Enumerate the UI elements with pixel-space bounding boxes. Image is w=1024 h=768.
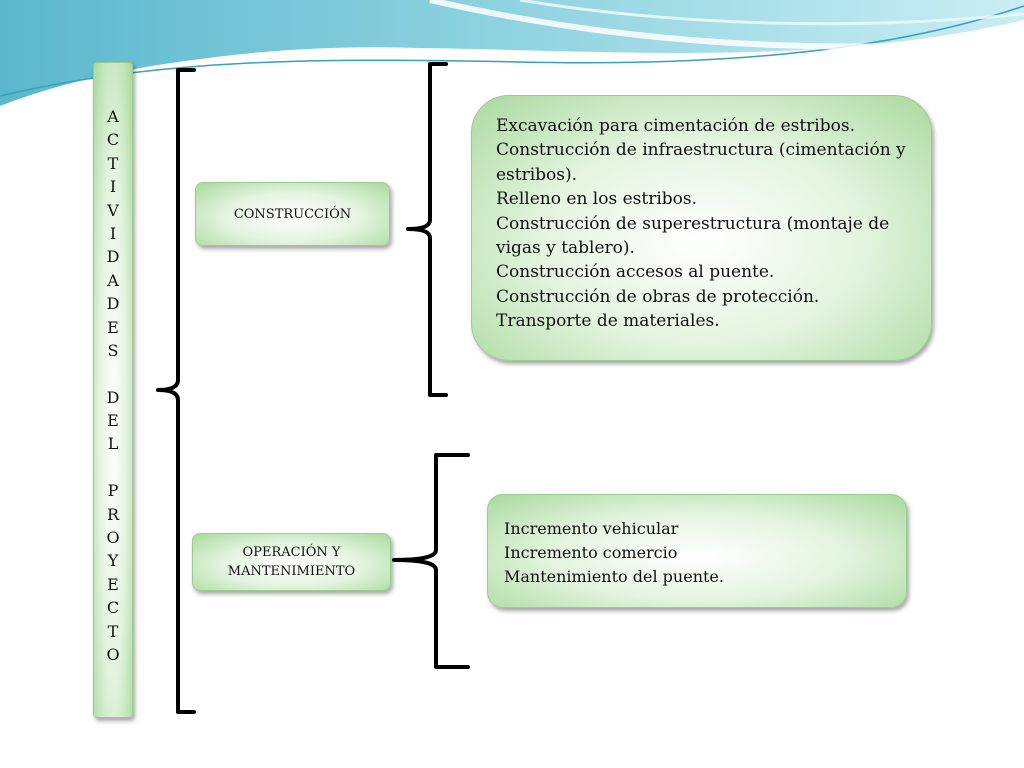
header-wave <box>0 0 1024 110</box>
list-item: Mantenimiento del puente. <box>504 567 724 586</box>
root-letter: R <box>106 504 120 524</box>
root-letter: D <box>106 294 120 314</box>
root-label-activities: A C T I V I D A D E S D E L P R O Y E C … <box>93 62 133 718</box>
root-letter: A <box>107 107 119 126</box>
list-item: Construcción de obras de protección. <box>496 286 820 307</box>
root-letter: Y <box>107 551 119 571</box>
operation-activities-list: Incremento vehicular Incremento comercio… <box>487 494 907 608</box>
root-letter: D <box>106 387 120 407</box>
main-bracket <box>156 68 196 714</box>
root-letter: I <box>109 223 117 243</box>
root-letter: T <box>107 153 119 173</box>
root-letter: E <box>107 411 119 431</box>
category-construction: CONSTRUCCIÓN <box>195 182 390 246</box>
category-label: CONSTRUCCIÓN <box>233 206 352 222</box>
list-item: Construcción de infraestructura (cimenta… <box>496 140 906 185</box>
root-letter: E <box>107 574 119 594</box>
root-letter: C <box>106 598 120 618</box>
list-item: Relleno en los estribos. <box>496 189 698 210</box>
root-letter: S <box>107 340 119 360</box>
root-letter: L <box>107 434 119 454</box>
list-item: Incremento vehicular <box>504 519 679 538</box>
root-letter: E <box>107 317 119 337</box>
list-item: Excavación para cimentación de estribos. <box>496 116 855 136</box>
root-letter: I <box>109 177 117 197</box>
construction-activities-list: Excavación para cimentación de estribos.… <box>471 95 932 361</box>
category-operation-maintenance: OPERACIÓN Y MANTENIMIENTO <box>192 533 391 591</box>
list-item: Construcción de superestructura (montaje… <box>496 213 890 259</box>
list-item: Incremento comercio <box>504 543 678 562</box>
root-letter: V <box>107 200 119 220</box>
root-letter <box>94 362 132 385</box>
root-letter: A <box>107 270 119 290</box>
operation-bracket <box>392 453 470 669</box>
root-letter: O <box>106 528 120 548</box>
category-label: OPERACIÓN Y MANTENIMIENTO <box>227 545 356 579</box>
root-letter: C <box>106 130 120 150</box>
root-letter: O <box>106 644 120 664</box>
root-letter: P <box>107 481 119 501</box>
root-letter: T <box>107 621 119 641</box>
list-item: Construcción accesos al puente. <box>496 262 775 283</box>
root-letter <box>94 456 132 479</box>
list-item: Transporte de materiales. <box>496 311 720 332</box>
root-letter: D <box>106 247 120 267</box>
construction-bracket <box>406 62 448 397</box>
